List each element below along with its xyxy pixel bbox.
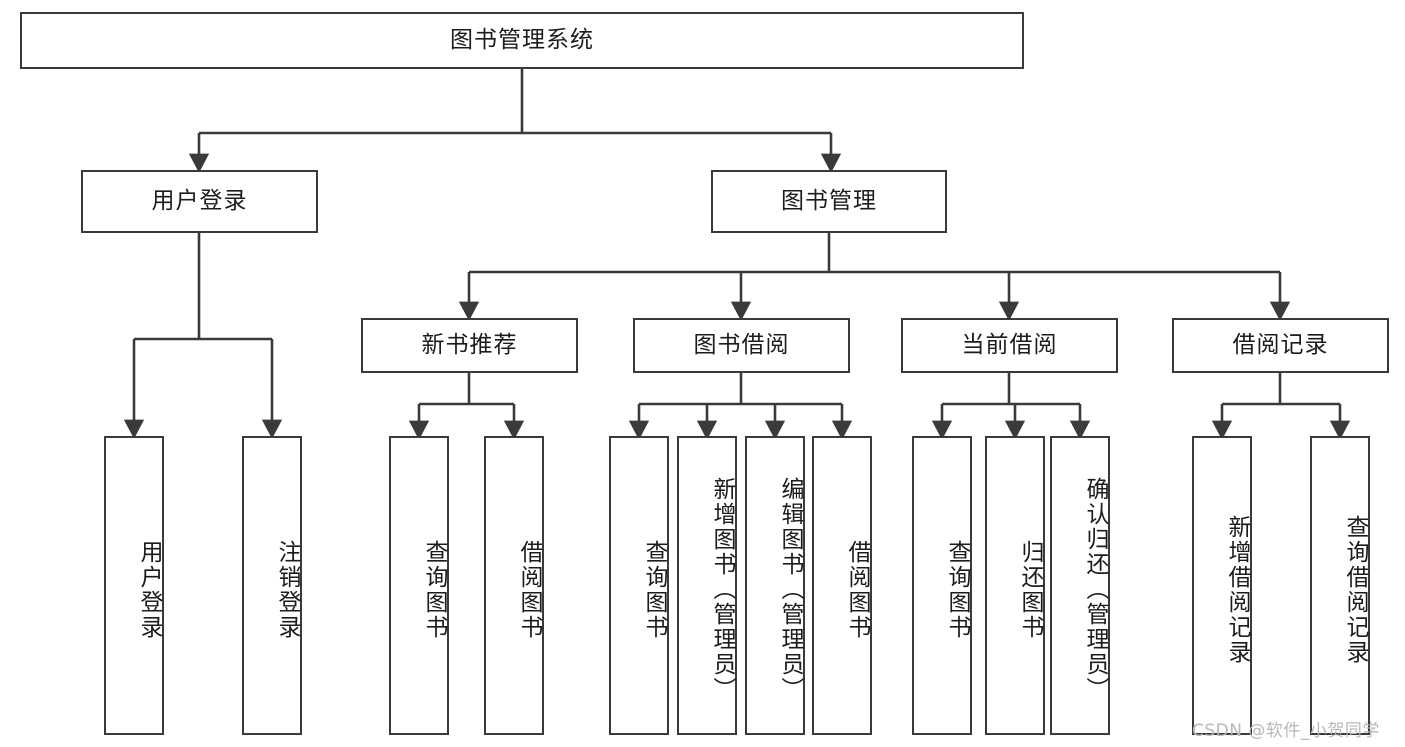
node-leaf-query-book-3-label: 查询图书 bbox=[944, 539, 970, 640]
node-leaf-return-book[interactable]: 归还图书 bbox=[985, 436, 1045, 735]
node-leaf-user-logout[interactable]: 注销登录 bbox=[242, 436, 302, 735]
node-leaf-edit-book[interactable]: 编辑图书（管理员） bbox=[745, 436, 805, 735]
node-leaf-query-book-2-label: 查询图书 bbox=[641, 539, 667, 640]
node-leaf-query-record[interactable]: 查询借阅记录 bbox=[1310, 436, 1370, 735]
node-leaf-borrow-book-2-label: 借阅图书 bbox=[844, 539, 870, 640]
node-leaf-user-login[interactable]: 用户登录 bbox=[104, 436, 164, 735]
node-leaf-user-logout-label: 注销登录 bbox=[274, 539, 300, 640]
node-book-borrow-label: 图书借阅 bbox=[693, 331, 790, 358]
node-leaf-query-record-label: 查询借阅记录 bbox=[1342, 514, 1368, 665]
node-user-login[interactable]: 用户登录 bbox=[81, 170, 318, 233]
node-new-book-rec[interactable]: 新书推荐 bbox=[361, 318, 578, 373]
node-book-borrow[interactable]: 图书借阅 bbox=[633, 318, 850, 373]
node-book-manage-label: 图书管理 bbox=[781, 187, 877, 214]
node-leaf-add-record[interactable]: 新增借阅记录 bbox=[1192, 436, 1252, 735]
watermark: CSDN @软件_小贺同学 bbox=[1192, 721, 1380, 741]
node-leaf-query-book-1-label: 查询图书 bbox=[421, 539, 447, 640]
node-leaf-add-book[interactable]: 新增图书（管理员） bbox=[677, 436, 737, 735]
node-borrow-record-label: 借阅记录 bbox=[1232, 331, 1329, 358]
node-leaf-add-record-label: 新增借阅记录 bbox=[1224, 514, 1250, 665]
node-leaf-return-book-label: 归还图书 bbox=[1017, 539, 1043, 640]
node-leaf-borrow-book-1[interactable]: 借阅图书 bbox=[484, 436, 544, 735]
node-root[interactable]: 图书管理系统 bbox=[20, 12, 1024, 69]
node-leaf-confirm-return[interactable]: 确认归还（管理员） bbox=[1050, 436, 1110, 735]
node-new-book-rec-label: 新书推荐 bbox=[421, 331, 518, 358]
node-borrow-record[interactable]: 借阅记录 bbox=[1172, 318, 1389, 373]
node-current-borrow[interactable]: 当前借阅 bbox=[901, 318, 1118, 373]
node-leaf-borrow-book-2[interactable]: 借阅图书 bbox=[812, 436, 872, 735]
node-leaf-query-book-2[interactable]: 查询图书 bbox=[609, 436, 669, 735]
node-leaf-borrow-book-1-label: 借阅图书 bbox=[516, 539, 542, 640]
node-leaf-add-book-label: 新增图书（管理员） bbox=[709, 477, 735, 702]
node-leaf-user-login-label: 用户登录 bbox=[136, 539, 162, 640]
node-current-borrow-label: 当前借阅 bbox=[961, 331, 1058, 358]
node-leaf-confirm-return-label: 确认归还（管理员） bbox=[1082, 477, 1108, 702]
node-user-login-label: 用户登录 bbox=[151, 187, 248, 214]
node-root-label: 图书管理系统 bbox=[450, 26, 594, 53]
node-leaf-edit-book-label: 编辑图书（管理员） bbox=[777, 477, 803, 702]
node-book-manage[interactable]: 图书管理 bbox=[711, 170, 947, 233]
node-leaf-query-book-1[interactable]: 查询图书 bbox=[389, 436, 449, 735]
node-leaf-query-book-3[interactable]: 查询图书 bbox=[912, 436, 972, 735]
